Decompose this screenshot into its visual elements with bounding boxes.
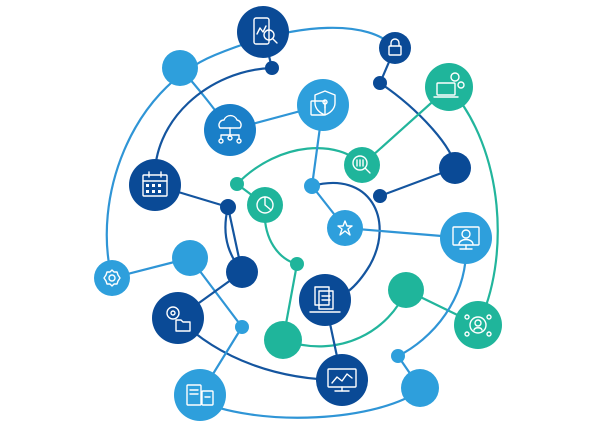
connector-dots (220, 61, 405, 363)
dot-navy-top (265, 61, 279, 75)
circle-sky-bottomright (401, 369, 439, 407)
dot-teal-left (230, 177, 244, 191)
node-user-monitor (440, 212, 492, 264)
node-cloud-network (204, 104, 256, 156)
node-search-barcode (344, 147, 380, 183)
outer-arc-lower (190, 388, 422, 419)
node-gear (94, 260, 130, 296)
gear-icon (103, 269, 121, 287)
dot-navy-mid (373, 189, 387, 203)
node-star (327, 210, 363, 246)
chart-monitor-icon (327, 368, 357, 392)
node-chart-monitor (316, 354, 368, 406)
pie-chart-icon (256, 196, 274, 214)
dot-navy-left (220, 199, 236, 215)
dot-teal-center (290, 257, 304, 271)
node-people-network (454, 301, 502, 349)
documents-laptop-icon (309, 286, 341, 313)
node-documents-laptop (299, 274, 351, 326)
gear-folder-icon (166, 306, 191, 332)
circle-sky-topleft (162, 50, 198, 86)
node-gear-folder (152, 292, 204, 344)
node-devices (174, 369, 226, 421)
laptop-gears-icon (433, 72, 465, 98)
dot-blue-lower (235, 320, 249, 334)
node-laptop-gears (425, 63, 473, 111)
circle-teal-right (388, 272, 424, 308)
node-calendar (129, 159, 181, 211)
node-lock (379, 32, 411, 64)
people-network-icon (464, 314, 492, 337)
dot-blue-center (304, 178, 320, 194)
dot-navy-right (373, 76, 387, 90)
cloud-network-icon (218, 114, 242, 144)
node-mobile-analytics (237, 6, 289, 58)
circle-navy-right (439, 152, 471, 184)
circle-sky-left (172, 240, 208, 276)
node-pie-chart (247, 187, 283, 223)
search-barcode-icon (352, 155, 371, 174)
plain-circles (162, 50, 471, 407)
security-shield-icon (310, 90, 336, 116)
node-security-shield (297, 79, 349, 131)
user-monitor-icon (452, 226, 480, 250)
devices-icon (186, 384, 214, 406)
teal-arc-right (447, 85, 499, 327)
mobile-analytics-icon (253, 17, 278, 45)
teal-arc-inner (235, 147, 364, 186)
circle-teal-bottom (264, 321, 302, 359)
lock-icon (388, 38, 402, 56)
circle-navy-left (226, 256, 258, 288)
calendar-icon (142, 171, 168, 197)
star-icon (337, 220, 353, 236)
outer-arc (105, 26, 397, 280)
dot-blue-right (391, 349, 405, 363)
